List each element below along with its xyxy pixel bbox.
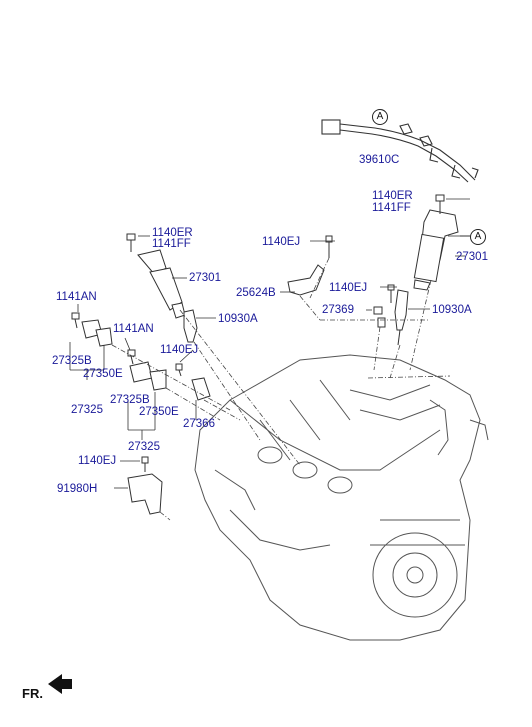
label-1141an-top: 1141AN [56, 291, 97, 303]
bolt-right-top [435, 194, 445, 214]
left-spark-plug [183, 309, 198, 343]
callout-a-right: A [470, 229, 486, 245]
front-arrow-icon [48, 674, 72, 694]
bolt-an-mid [127, 349, 136, 365]
label-27325-top: 27325 [71, 404, 103, 416]
label-27369: 27369 [322, 304, 354, 316]
bolt-ej-center [325, 235, 333, 258]
bolt-ej-right [387, 284, 395, 303]
label-91980h: 91980H [57, 483, 98, 495]
label-1140er-right: 1140ER [372, 190, 413, 202]
label-25624b: 25624B [236, 287, 276, 299]
bolt-ej-left [175, 363, 183, 377]
label-27366: 27366 [183, 418, 215, 430]
bracket-27350e-bot [149, 369, 167, 391]
label-1141ff-right: 1141FF [372, 202, 411, 214]
bolt-an-top [71, 312, 80, 329]
label-39610c: 39610C [359, 154, 400, 166]
label-1140er-left: 1140ER [152, 227, 193, 239]
label-27325b-top: 27325B [52, 355, 92, 367]
label-1140ej-right: 1140EJ [329, 282, 368, 294]
label-27325b-bot: 27325B [110, 394, 150, 406]
bolt-left-top [126, 233, 136, 252]
label-27350e-bot: 27350E [139, 406, 179, 418]
right-spark-plug [394, 289, 409, 346]
label-1140ej-left: 1140EJ [160, 344, 199, 356]
left-ignition-coil [137, 249, 186, 319]
connector-27366 [191, 377, 211, 401]
label-27325-bot: 27325 [128, 441, 160, 453]
label-27301-left: 27301 [189, 272, 221, 284]
sensor-27369 [373, 306, 386, 328]
label-1141an-mid: 1141AN [113, 323, 154, 335]
guide-lines [111, 257, 451, 521]
front-label: FR. [22, 686, 43, 701]
label-10930a-left: 10930A [218, 313, 258, 325]
wiring-harness [321, 119, 479, 183]
label-27301-right: 27301 [456, 251, 488, 263]
callout-a-top: A [372, 109, 388, 125]
cover-91980h [127, 473, 163, 515]
engine-block [194, 354, 489, 641]
label-10930a-right: 10930A [432, 304, 472, 316]
bracket-27350e-top [95, 327, 113, 347]
right-ignition-coil [413, 209, 459, 291]
label-1141ff-left: 1141FF [152, 238, 191, 250]
label-27350e-top: 27350E [83, 368, 123, 380]
leader-lines [69, 198, 470, 489]
label-1140ej-bottom: 1140EJ [78, 455, 117, 467]
bolt-ej-bottom [141, 456, 149, 472]
label-1140ej-center: 1140EJ [262, 236, 301, 248]
